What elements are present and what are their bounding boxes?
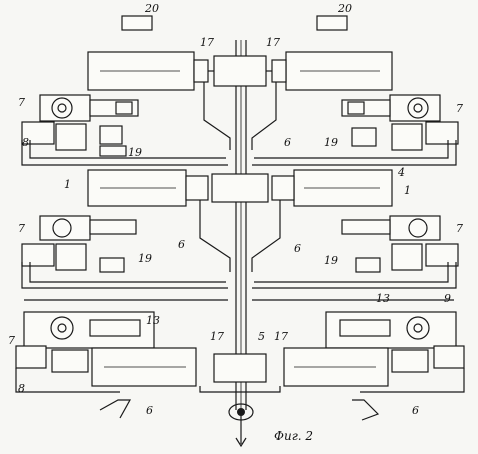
actuator-middle-left [21, 215, 137, 273]
line-middle-left-2 [29, 262, 226, 283]
label-19-upper-right: 19 [324, 136, 338, 149]
label-20-left: 20 [144, 2, 159, 15]
label-8-lower-left: 8 [18, 382, 25, 395]
label-6-lower-left: 6 [146, 404, 153, 417]
element-20-right [316, 15, 348, 31]
label-6-middle-right: 6 [294, 242, 301, 255]
label-4: 4 [397, 166, 405, 179]
label-6-lower-right: 6 [412, 404, 419, 417]
label-17-bottom: 17 [210, 330, 224, 343]
line-middle-left [21, 262, 228, 289]
label-19-middle-left: 19 [138, 252, 152, 265]
foot-left [99, 399, 132, 419]
pipe-6-mid-right [251, 200, 281, 272]
line-upper-right [252, 140, 457, 166]
line-bottom-right [360, 368, 465, 393]
top-cylinder-row [87, 51, 393, 91]
label-6-upper: 6 [284, 136, 291, 149]
label-20-right: 20 [337, 2, 352, 15]
line-upper-left [21, 140, 228, 166]
label-7-middle-right: 7 [456, 222, 463, 235]
label-7-upper-left: 7 [18, 96, 25, 109]
element-20-left [121, 15, 153, 31]
label-1-left: 1 [64, 178, 71, 191]
label-7-middle-left: 7 [18, 222, 25, 235]
label-8-upper-left: 8 [22, 136, 29, 149]
actuator-upper-right [341, 94, 459, 151]
line-upper-right-2 [254, 140, 449, 159]
label-7-upper-right: 7 [456, 102, 463, 115]
label-19-middle-right: 19 [324, 254, 338, 267]
label-17-bottom-right: 17 [274, 330, 288, 343]
actuator-lower-right [325, 311, 465, 373]
line-upper-left-2 [29, 140, 226, 159]
label-13-left: 13 [146, 314, 160, 327]
inlet-fitting [228, 403, 254, 421]
label-1-right: 1 [404, 184, 411, 197]
label-19-upper-left: 19 [128, 146, 142, 159]
label-17-top-left: 17 [200, 36, 214, 49]
label-6-middle-left: 6 [178, 238, 185, 251]
foot-right [352, 399, 380, 421]
label-9: 9 [444, 292, 451, 305]
line-middle-right [252, 262, 457, 289]
figure-caption: Фиг. 2 [274, 429, 313, 443]
central-shaft [235, 40, 247, 448]
middle-cylinder-row [87, 169, 393, 207]
label-13-right: 13 [376, 292, 390, 305]
label-17-top-right: 17 [266, 36, 280, 49]
actuator-upper-left [21, 94, 139, 157]
line-bottom-left [15, 368, 120, 393]
pipe-6-top-left [203, 82, 231, 150]
pipe-6-mid-left [199, 200, 231, 272]
bottom-cylinder-row [91, 347, 389, 393]
label-5: 5 [258, 330, 265, 343]
actuator-lower-left [15, 311, 155, 373]
line-middle-right-2 [254, 262, 449, 283]
label-7-lower-left: 7 [8, 334, 15, 347]
actuator-middle-right [341, 215, 459, 273]
pipe-6-top-right [251, 82, 277, 150]
